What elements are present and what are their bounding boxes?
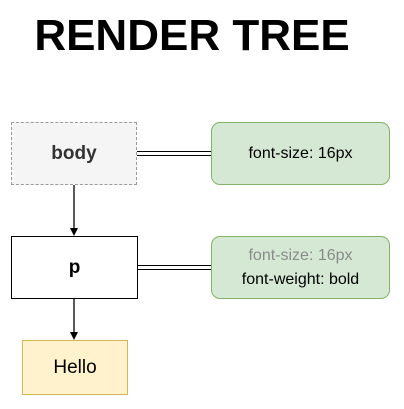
style-body-font-size: font-size: 16px bbox=[248, 144, 353, 162]
style-p-font-weight: font-weight: bold bbox=[241, 270, 360, 288]
node-hello-label: Hello bbox=[53, 356, 97, 378]
node-p: p bbox=[11, 236, 138, 299]
node-p-label: p bbox=[68, 256, 81, 278]
node-text-hello: Hello bbox=[22, 340, 128, 395]
style-box-body: font-size: 16px bbox=[211, 122, 390, 185]
style-box-p: font-size: 16px font-weight: bold bbox=[211, 236, 390, 299]
diagram-title: RENDER TREE bbox=[34, 11, 350, 60]
node-body: body bbox=[11, 122, 137, 185]
node-body-label: body bbox=[51, 142, 97, 164]
style-p-inherited-font-size: font-size: 16px bbox=[248, 246, 353, 264]
